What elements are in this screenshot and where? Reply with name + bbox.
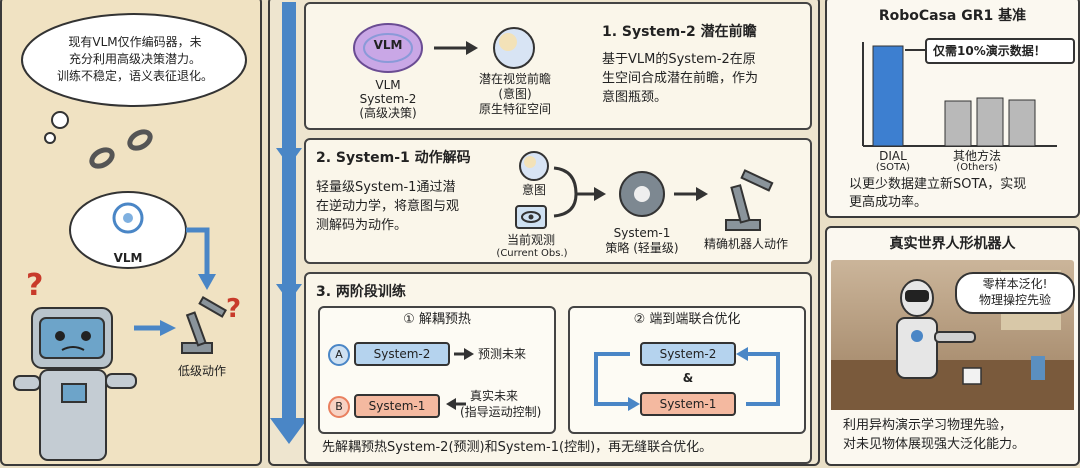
bubble-line: 零样本泛化! xyxy=(982,277,1048,291)
step-b-badge: B xyxy=(328,396,350,418)
joint-box: ② 端到端联合优化 System-2 & System-1 xyxy=(568,306,806,434)
robot-arm-icon xyxy=(181,296,227,354)
benchmark-panel: RoboCasa GR1 基准 仅需10%演示数据！ DIAL (SOTA) 其… xyxy=(825,0,1080,218)
thought-line-2: 充分利用高级决策潜力。 xyxy=(68,52,201,66)
obs-en-label: (Current Obs.) xyxy=(496,248,568,259)
vlm-label: VLM xyxy=(113,251,143,265)
speech-bubble-text: 零样本泛化! 物理操控先验 xyxy=(955,276,1075,308)
bar-other xyxy=(944,100,972,147)
system1-pill: System-1 xyxy=(354,394,440,418)
policy-caption-line: 策略 (轻量级) xyxy=(605,241,679,255)
bench-caption: 以更少数据建立新SOTA，实现 更高成功率。 xyxy=(849,176,1026,212)
thought-line-1: 现有VLM仅作编码器，未 xyxy=(68,35,202,49)
thought-line-3: 训练不稳定，语义表征退化。 xyxy=(56,69,213,83)
robot-arm-icon xyxy=(725,169,774,231)
speech-bubble xyxy=(955,272,1075,314)
vlm-caption-line: VLM xyxy=(375,78,401,92)
orb-caption-line: 潜在视觉前瞻 xyxy=(478,72,551,86)
real-title: 真实世界人形机器人 xyxy=(889,236,1016,252)
bench-title: RoboCasa GR1 基准 xyxy=(878,8,1027,24)
real-caption: 利用异构演示学习物理先验， 对未见物体展现强大泛化能力。 xyxy=(843,416,1025,454)
vlm-caption: VLM System-2 (高级决策) xyxy=(348,78,428,120)
policy-caption: System-1 策略 (轻量级) xyxy=(590,226,694,256)
ampersand: & xyxy=(682,371,694,385)
latent-orb-icon xyxy=(493,27,535,69)
bench-chart xyxy=(862,42,1057,147)
others-label: 其他方法 xyxy=(952,149,1001,163)
stage1-desc-line: 基于VLM的System-2在原 xyxy=(602,52,756,67)
bubble-line: 物理操控先验 xyxy=(978,293,1051,307)
bar-other xyxy=(1008,99,1036,147)
obs-label: 当前观测 xyxy=(506,233,555,247)
stage1-desc: 基于VLM的System-2在原 生空间合成潜在前瞻，作为 意图瓶颈。 xyxy=(602,50,758,107)
question-mark-right: ? xyxy=(226,294,242,324)
callout-text: 仅需10%演示数据！ xyxy=(933,44,1046,58)
intent-label: 意图 xyxy=(521,183,546,197)
gear-icon xyxy=(619,171,665,217)
broken-chain-icon xyxy=(89,129,153,169)
method-panel: VLM VLM System-2 (高级决策) 潜在视觉前瞻 (意图) 原生特征… xyxy=(268,0,820,466)
joint-title: ② 端到端联合优化 xyxy=(633,312,741,327)
stage3-box: 3. 两阶段训练 ① 解耦预热 A System-2 预测未来 B System… xyxy=(304,272,812,464)
brain-label: VLM xyxy=(373,38,403,52)
problem-panel: 现有VLM仅作编码器，未 充分利用高级决策潜力。 训练不稳定，语义表征退化。 V… xyxy=(0,0,262,466)
confused-robot-icon xyxy=(13,307,137,461)
vlm-core-icon xyxy=(112,202,144,234)
stage2-desc-line: 在逆动力学，将意图与观 xyxy=(316,199,460,214)
callout-box xyxy=(925,38,1075,64)
policy-caption-line: System-1 xyxy=(613,226,671,240)
question-mark-left: ? xyxy=(26,268,44,303)
orb-caption: 潜在视觉前瞻 (意图) 原生特征空间 xyxy=(472,72,558,117)
orb-caption-line: 原生特征空间 xyxy=(478,102,551,116)
stage1-desc-line: 意图瓶颈。 xyxy=(602,90,668,105)
bench-caption-line: 以更少数据建立新SOTA，实现 xyxy=(849,177,1027,192)
orb-caption-line: (意图) xyxy=(498,87,532,101)
stage2-desc-line: 测解码为动作。 xyxy=(316,218,408,233)
humanoid-robot-icon xyxy=(896,279,976,379)
stage1-box: VLM VLM System-2 (高级决策) 潜在视觉前瞻 (意图) 原生特征… xyxy=(304,2,812,130)
real-world-panel: 真实世界人形机器人 零样本泛化! 物理操控先验 利用异构演示学习物理先验， 对未… xyxy=(825,226,1080,466)
guide-label: (指导运动控制) xyxy=(460,405,542,419)
warmup-box: ① 解耦预热 A System-2 预测未来 B System-1 真实未来 (… xyxy=(318,306,556,434)
joint-system2-pill: System-2 xyxy=(640,342,736,366)
action-label: 精确机器人动作 xyxy=(704,237,789,251)
system2-pill: System-2 xyxy=(354,342,450,366)
stage1-title: 1. System-2 潜在前瞻 xyxy=(602,24,757,40)
predict-future-label: 预测未来 xyxy=(478,347,527,361)
real-caption-line: 利用异构演示学习物理先验， xyxy=(843,418,1013,433)
dial-label: DIAL xyxy=(879,149,907,163)
problem-illustration xyxy=(13,13,247,461)
bar-dial xyxy=(872,45,904,147)
flow-arrow xyxy=(270,2,308,444)
joint-system1-pill: System-1 xyxy=(640,392,736,416)
stage1-desc-line: 生空间合成潜在前瞻，作为 xyxy=(602,71,759,86)
real-caption-line: 对未见物体展现强大泛化能力。 xyxy=(843,437,1026,452)
brain-icon xyxy=(353,23,423,73)
stage2-desc-line: 轻量级System-1通过潜 xyxy=(316,180,456,195)
stage3-title: 3. 两阶段训练 xyxy=(316,284,406,300)
stage2-title: 2. System-1 动作解码 xyxy=(316,150,471,166)
warmup-title: ① 解耦预热 xyxy=(403,312,471,327)
real-future-label: 真实未来 xyxy=(470,389,519,403)
vlm-caption-line: (高级决策) xyxy=(359,106,417,120)
bar-other xyxy=(976,97,1004,147)
bench-caption-line: 更高成功率。 xyxy=(849,195,928,210)
low-level-action-label: 低级动作 xyxy=(178,364,227,378)
sota-label: (SOTA) xyxy=(875,162,911,173)
step-a-badge: A xyxy=(328,344,350,366)
others-en-label: (Others) xyxy=(956,162,998,173)
vlm-caption-line: System-2 xyxy=(359,92,417,106)
problem-thought: 现有VLM仅作编码器，未 充分利用高级决策潜力。 训练不稳定，语义表征退化。 xyxy=(30,34,240,85)
thought-cloud xyxy=(21,13,247,107)
stage3-footer: 先解耦预热System-2(预测)和System-1(控制)，再无缝联合优化。 xyxy=(322,440,713,455)
stage2-box: 2. System-1 动作解码 轻量级System-1通过潜 在逆动力学，将意… xyxy=(304,138,812,264)
stage2-desc: 轻量级System-1通过潜 在逆动力学，将意图与观 测解码为动作。 xyxy=(316,178,459,235)
